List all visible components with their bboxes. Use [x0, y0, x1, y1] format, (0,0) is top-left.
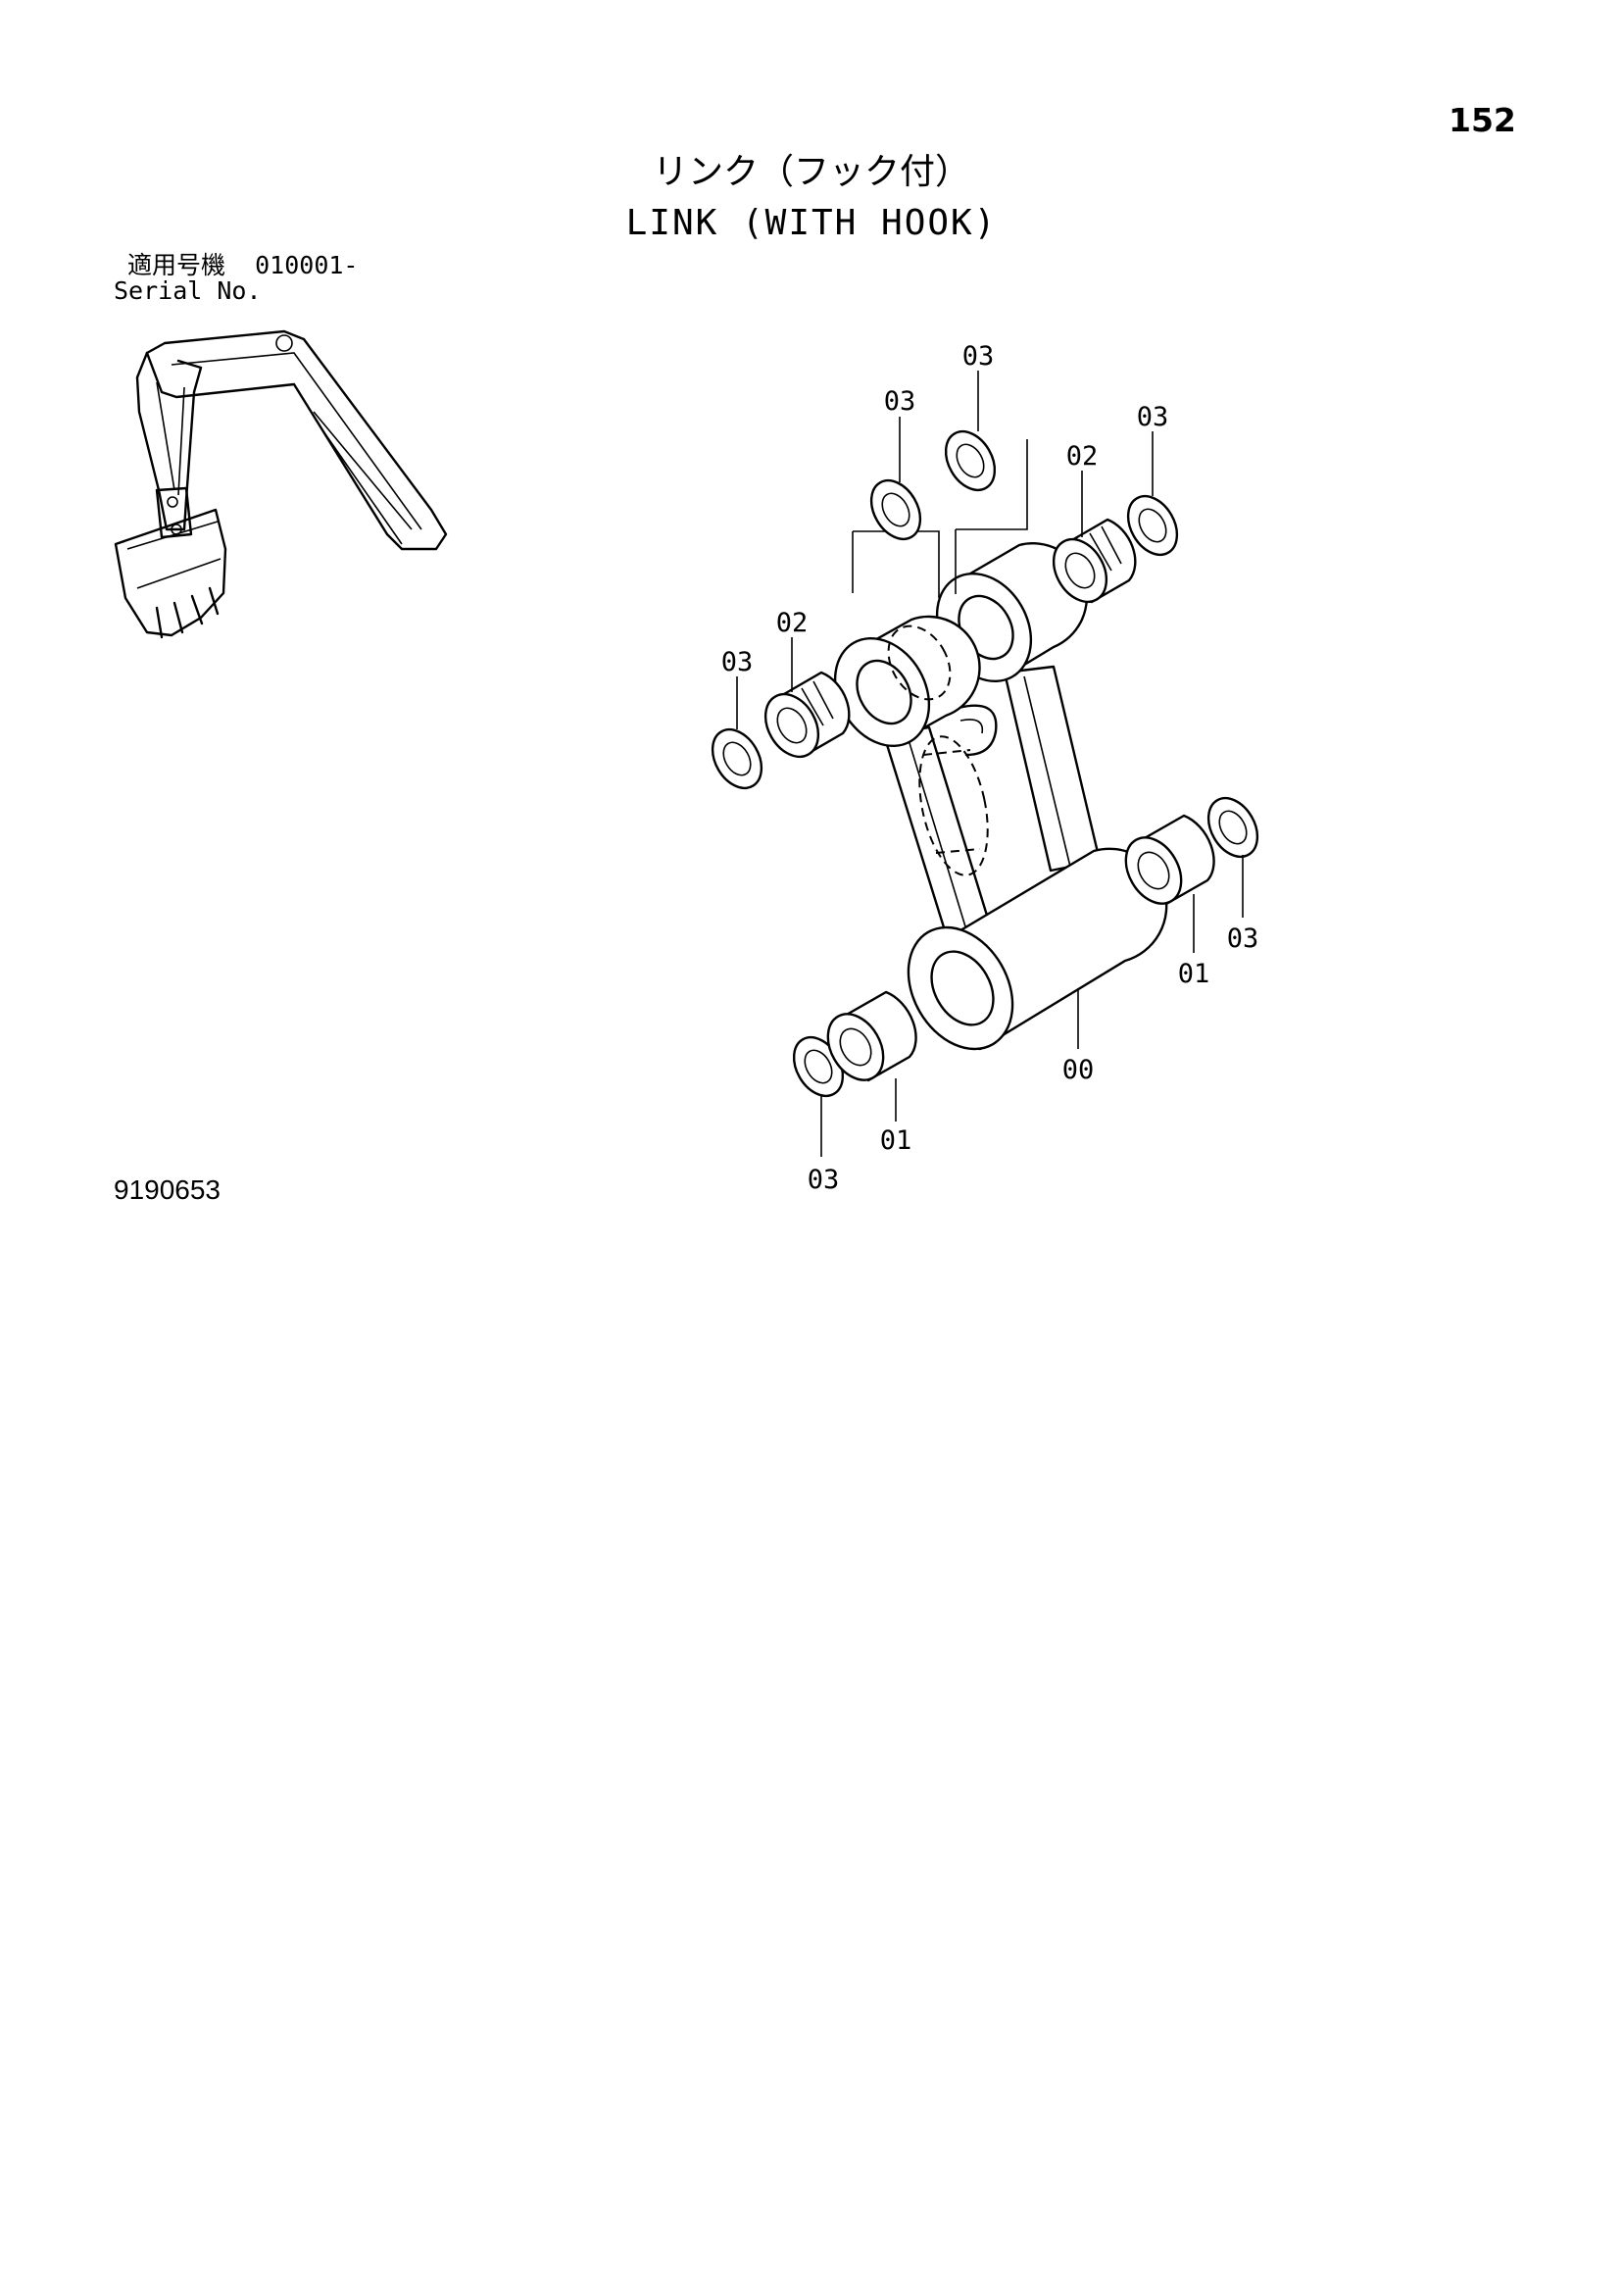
bushing-bottom-left — [826, 990, 917, 1082]
washer-upper-mid — [869, 478, 922, 541]
callout-link-body: 00 — [1062, 1055, 1095, 1085]
page-title-en: LINK (WITH HOOK) — [625, 203, 998, 243]
link-pin-upper — [167, 496, 178, 508]
arm-cylinder — [156, 381, 185, 496]
callout-washer-left: 03 — [721, 647, 754, 677]
figure-code: 9190653 — [114, 1174, 221, 1205]
callout-washer-top: 03 — [962, 341, 995, 372]
bracket-upper-left — [853, 530, 940, 598]
upper-left-boss-hidden-bore — [887, 624, 952, 701]
serial-label-jp: 適用号機 — [127, 251, 226, 279]
hidden-pin-lines — [922, 749, 981, 854]
link-plate-right-edge — [1023, 675, 1071, 868]
washer-left — [711, 727, 763, 790]
washer-right-top — [1126, 494, 1179, 557]
bushing-upper-right — [1052, 518, 1137, 604]
callout-bushing-left: 02 — [776, 608, 809, 638]
bracket-upper-right — [956, 439, 1028, 530]
excavator-thumbnail — [114, 329, 448, 639]
bushing-left — [763, 671, 851, 758]
bottom-boss-bore — [930, 950, 995, 1026]
callout-bushing-bottom-left: 01 — [880, 1125, 912, 1156]
hidden-pin-outline — [918, 735, 989, 876]
boom-outline — [145, 329, 448, 551]
bucket-ribs — [126, 521, 221, 589]
callout-bushing-upper-right: 02 — [1066, 441, 1099, 472]
serial-label-en: Serial No. — [114, 276, 262, 305]
link-plate-right — [1003, 665, 1102, 873]
boom-cylinder — [313, 411, 413, 545]
callout-washer-right-bottom: 03 — [1227, 923, 1259, 954]
bushing-right — [1124, 814, 1215, 906]
link-assembly — [711, 371, 1259, 1157]
washer-right-bottom — [1206, 796, 1259, 859]
boom-pin — [275, 334, 293, 352]
callout-washer-bottom-left: 03 — [808, 1165, 840, 1195]
washer-top — [944, 429, 997, 492]
page-number: 152 — [1449, 101, 1516, 139]
callout-washer-right-top: 03 — [1137, 402, 1169, 432]
upper-left-boss-bore — [856, 659, 912, 725]
serial-applicability: 適用号機 010001- — [127, 253, 358, 277]
hook-inner — [959, 719, 984, 734]
arm-outline — [135, 351, 203, 531]
page-title-jp: リンク（フック付） — [652, 152, 970, 192]
callout-washer-upper-mid: 03 — [884, 386, 916, 417]
bucket-teeth — [155, 586, 220, 639]
arm-link — [155, 486, 193, 539]
hook-outline — [957, 704, 998, 757]
callout-labels: 03 03 03 02 02 03 03 01 00 01 03 — [721, 341, 1259, 1195]
boom-inner-line — [171, 352, 422, 530]
callout-bushing-right: 01 — [1178, 959, 1210, 989]
link-plate-left-edge — [906, 732, 969, 937]
serial-range: 010001- — [255, 251, 359, 279]
